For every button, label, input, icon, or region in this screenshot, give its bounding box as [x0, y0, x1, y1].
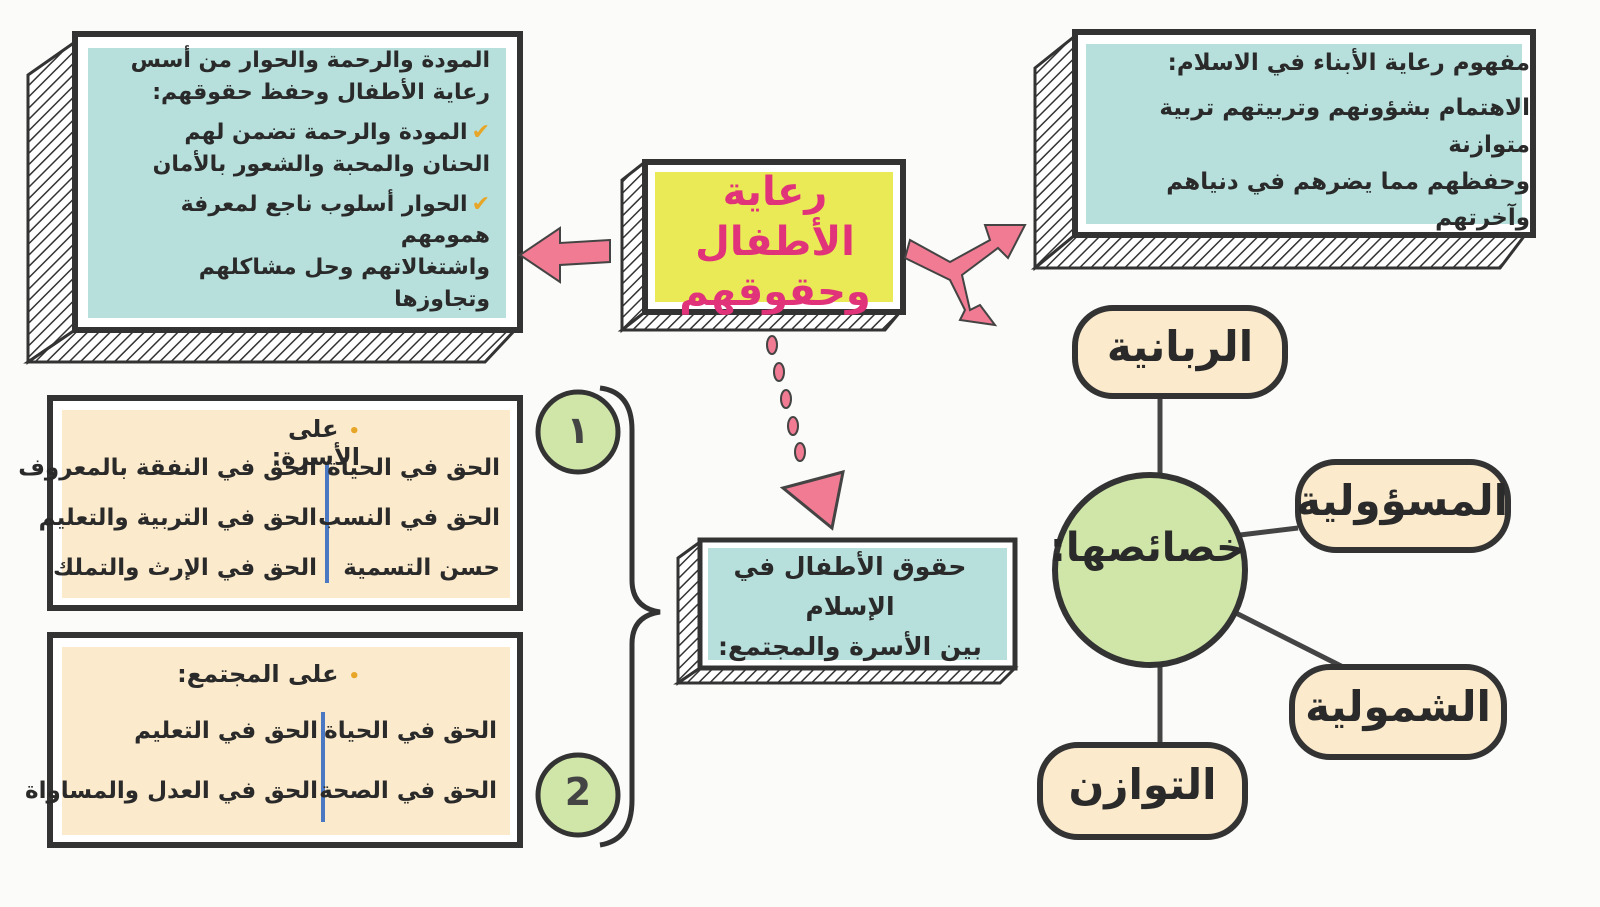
center-title-line2: وحقوقهم — [679, 269, 871, 315]
center-title: رعاية الأطفال وحقوقهم — [655, 169, 895, 315]
feature-connectors — [1157, 395, 1347, 745]
rights-center-box — [673, 537, 1019, 686]
feature-3: الشمولية — [1305, 682, 1491, 731]
check-icon: ✔ — [471, 191, 490, 217]
brace — [599, 385, 661, 848]
values-item1-line2: الحنان والمحبة والشعور بالأمان — [152, 151, 490, 177]
family-panel — [47, 395, 523, 611]
feature-pill-4 — [1037, 742, 1248, 840]
number-circle-2 — [535, 752, 621, 838]
concept-title: مفهوم رعاية الأبناء في الاسلام: — [1167, 50, 1530, 76]
family-right-2: الحق في النسب — [318, 505, 500, 531]
features-hub-circle — [1052, 472, 1248, 668]
feature-2: المسؤولية — [1296, 476, 1508, 525]
family-heading: •على الأسرة: — [200, 415, 360, 471]
family-heading-text: على الأسرة: — [271, 415, 360, 471]
family-left-1: الحق في النفقة بالمعروف — [18, 455, 317, 481]
center-title-line1: رعاية الأطفال — [695, 169, 855, 265]
arrow-split-right — [903, 224, 1027, 327]
feature-4: التوازن — [1068, 760, 1217, 809]
society-right-1: الحق في الحياة — [324, 718, 497, 744]
values-item1-line1: المودة والرحمة تضمن لهم — [184, 119, 468, 145]
features-hub: خصائصها: — [1049, 525, 1245, 571]
values-text: المودة والرحمة والحوار من أسس رعاية الأط… — [105, 45, 490, 316]
values-item-2: ✔الحوار أسلوب ناجع لمعرفة همومهم واشتغال… — [105, 189, 490, 317]
feature-pill-3 — [1289, 664, 1507, 760]
feature-pill-1 — [1072, 305, 1288, 399]
family-right-3: حسن التسمية — [343, 555, 500, 581]
values-line1: المودة والرحمة والحوار من أسس — [130, 48, 490, 73]
society-left-2: الحق في العدل والمساواة — [25, 778, 318, 804]
concept-line1: الاهتمام بشؤونهم وتربيتهم تربية متوازنة — [1159, 95, 1530, 158]
rights-center-line1: حقوق الأطفال في الإسلام — [733, 552, 967, 621]
family-left-3: الحق في الإرث والتملك — [53, 555, 317, 581]
society-panel — [47, 632, 523, 848]
society-heading-text: على المجتمع: — [177, 660, 339, 688]
society-left-1: الحق في التعليم — [134, 718, 318, 744]
center-title-box — [617, 158, 906, 334]
family-right-1: الحق في الحياة — [327, 455, 500, 481]
society-heading: • على المجتمع: — [170, 660, 360, 688]
concept-line2: وحفظهم مما يضرهم في دنياهم وآخرتهم — [1166, 168, 1530, 232]
family-number: ١ — [566, 408, 590, 452]
rights-center-line2: بين الأسرة والمجتمع: — [718, 632, 982, 661]
values-item2-line1: الحوار أسلوب ناجع لمعرفة همومهم — [180, 191, 490, 249]
values-item2-line2: واشتغالاتهم وحل مشاكلهم وتجاوزها — [198, 255, 490, 313]
values-line2: رعاية الأطفال وحفظ حقوقهم: — [152, 79, 490, 105]
check-icon: ✔ — [471, 119, 490, 145]
values-item-1: ✔المودة والرحمة تضمن لهم الحنان والمحبة … — [105, 117, 490, 181]
society-number: 2 — [564, 770, 592, 814]
society-right-2: الحق في الصحة — [319, 778, 497, 804]
feature-1: الربانية — [1106, 322, 1254, 371]
family-left-2: الحق في التربية والتعليم — [38, 505, 317, 531]
bullet-dot: • — [348, 666, 360, 687]
bullet-dot: • — [348, 421, 360, 442]
arrow-left — [518, 226, 611, 284]
feature-pill-2 — [1295, 459, 1511, 553]
rights-center-text: حقوق الأطفال في الإسلام بين الأسرة والمج… — [695, 552, 1005, 662]
concept-box — [1030, 29, 1536, 272]
number-circle-1 — [535, 389, 621, 475]
arrow-down-dashed — [766, 335, 845, 531]
values-box — [23, 31, 523, 365]
concept-text: مفهوم رعاية الأبناء في الاسلام: الاهتمام… — [1090, 50, 1530, 237]
